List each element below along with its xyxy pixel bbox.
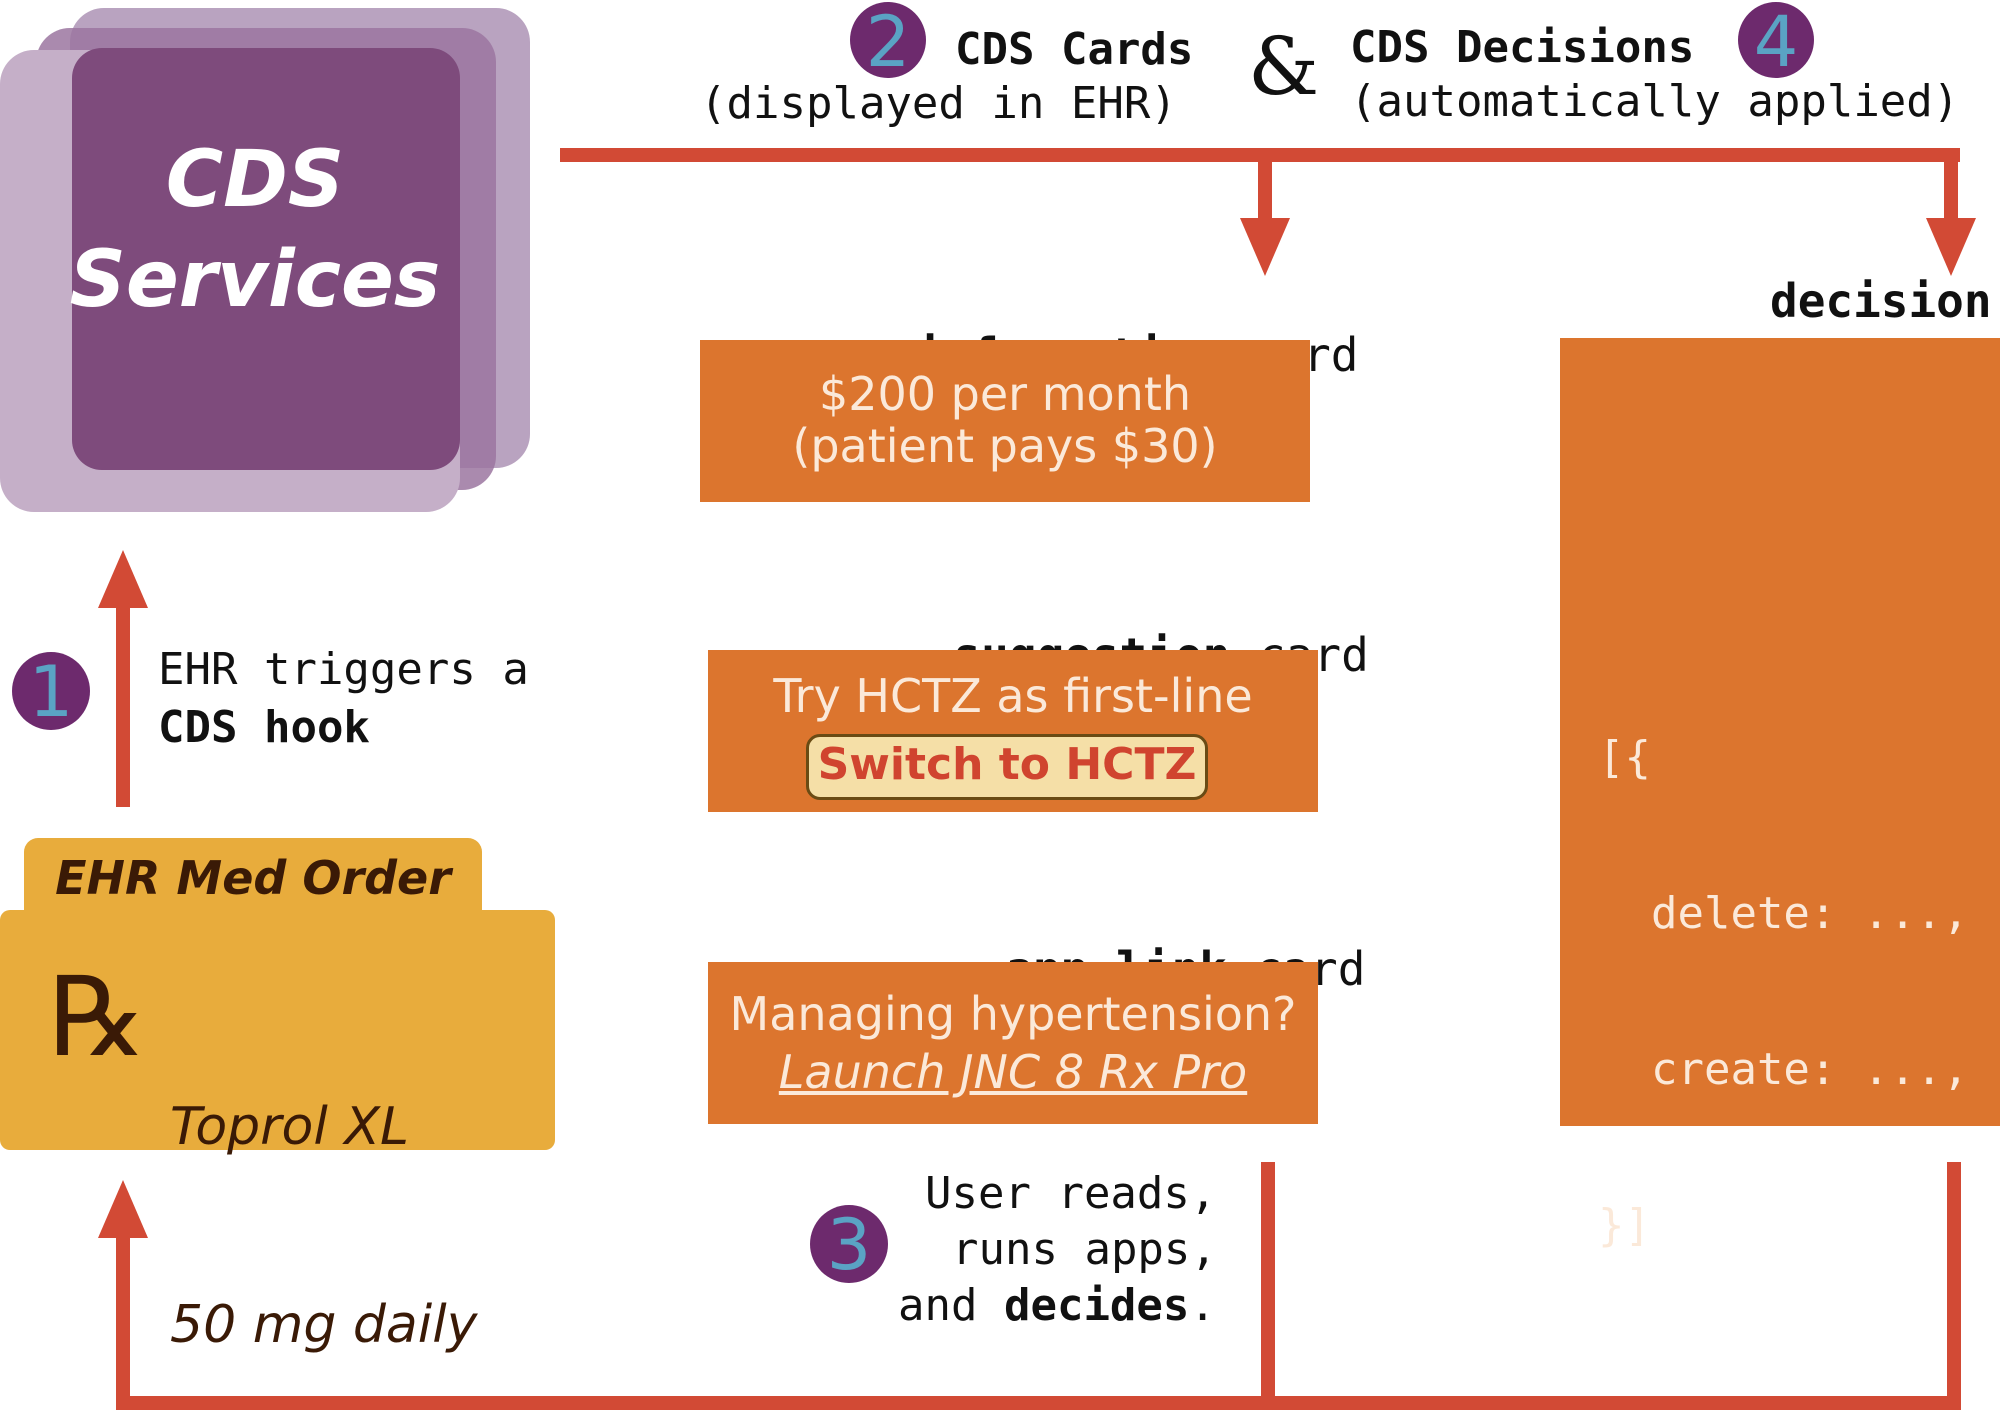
trigger-text-line2: CDS hook: [158, 702, 370, 753]
cds-decisions-heading: CDS Decisions: [1350, 22, 1695, 73]
step-2-badge: 2: [850, 2, 926, 82]
decision-card-label: decision: [1770, 274, 1992, 328]
trigger-arrow-head: [98, 550, 148, 608]
information-card[interactable]: $200 per month (patient pays $30): [700, 340, 1310, 502]
user-text-line3-pre: and: [898, 1280, 1004, 1331]
cds-cards-heading: CDS Cards: [955, 24, 1194, 75]
decision-card: [1560, 338, 2000, 1126]
cards-arrow-head: [1240, 218, 1290, 276]
decisions-arrow-head: [1926, 218, 1976, 276]
cds-decisions-subheading: (automatically applied): [1350, 76, 1960, 127]
information-card-line1: $200 per month: [818, 367, 1192, 421]
cds-services-title-line1: CDS: [165, 135, 345, 225]
step-1-number: 1: [28, 651, 74, 733]
trigger-text-line1: EHR triggers a: [158, 644, 529, 695]
step-4-number: 4: [1753, 1, 1799, 83]
information-card-line2: (patient pays $30): [792, 419, 1218, 473]
decisions-drop-line: [1944, 155, 1958, 225]
step-4-badge: 4: [1738, 2, 1814, 82]
decision-code-line4: }]: [1598, 1200, 1651, 1251]
cds-services-core: [72, 48, 460, 470]
ampersand: &: [1248, 20, 1320, 113]
app-link-card-line1: Managing hypertension?: [729, 987, 1297, 1041]
return-line-cards: [1261, 1162, 1275, 1406]
return-line-decisions: [1947, 1162, 1961, 1406]
return-line-bottom: [116, 1396, 1961, 1410]
user-text-line3-bold: decides: [1003, 1280, 1190, 1331]
step-1-badge: 1: [12, 651, 90, 733]
cards-drop-line: [1258, 155, 1272, 225]
decision-code-line3: create: ...,: [1598, 1044, 1969, 1095]
cds-services-title: CDS Services: [0, 130, 510, 330]
user-text-line2: runs apps,: [952, 1224, 1217, 1275]
med-order-card: [0, 910, 555, 1150]
user-text-line3-post: .: [1189, 1280, 1216, 1331]
decision-code-line1: [{: [1598, 732, 1651, 783]
med-order-line1: Toprol XL: [170, 1097, 409, 1157]
app-link-card: Managing hypertension? Launch JNC 8 Rx P…: [708, 962, 1318, 1124]
decision-code-line2: delete: ...,: [1598, 888, 1969, 939]
return-line-up: [116, 1230, 130, 1410]
step-2-number: 2: [865, 1, 911, 83]
cds-cards-subheading: (displayed in EHR): [700, 78, 1177, 129]
med-order-line2: 50 mg daily: [170, 1295, 478, 1355]
med-order-drug: Toprol XL 50 mg daily: [170, 962, 477, 1424]
switch-to-hctz-button[interactable]: Switch to HCTZ: [806, 734, 1208, 800]
return-arrow-head: [98, 1180, 148, 1238]
rx-icon: ℞: [48, 953, 147, 1081]
user-text-line3: and decides.: [898, 1278, 1216, 1334]
step-3-badge: 3: [810, 1204, 888, 1286]
step-3-number: 3: [826, 1204, 872, 1286]
decision-code: [{ delete: ..., create: ..., }]: [1598, 628, 1969, 1304]
user-text-line1: User reads,: [925, 1168, 1217, 1219]
launch-jnc8-link[interactable]: Launch JNC 8 Rx Pro: [778, 1045, 1248, 1099]
trigger-line: [116, 595, 130, 807]
cds-services-title-line2: Services: [69, 235, 441, 325]
suggestion-card-line1: Try HCTZ as first-line: [773, 669, 1253, 723]
